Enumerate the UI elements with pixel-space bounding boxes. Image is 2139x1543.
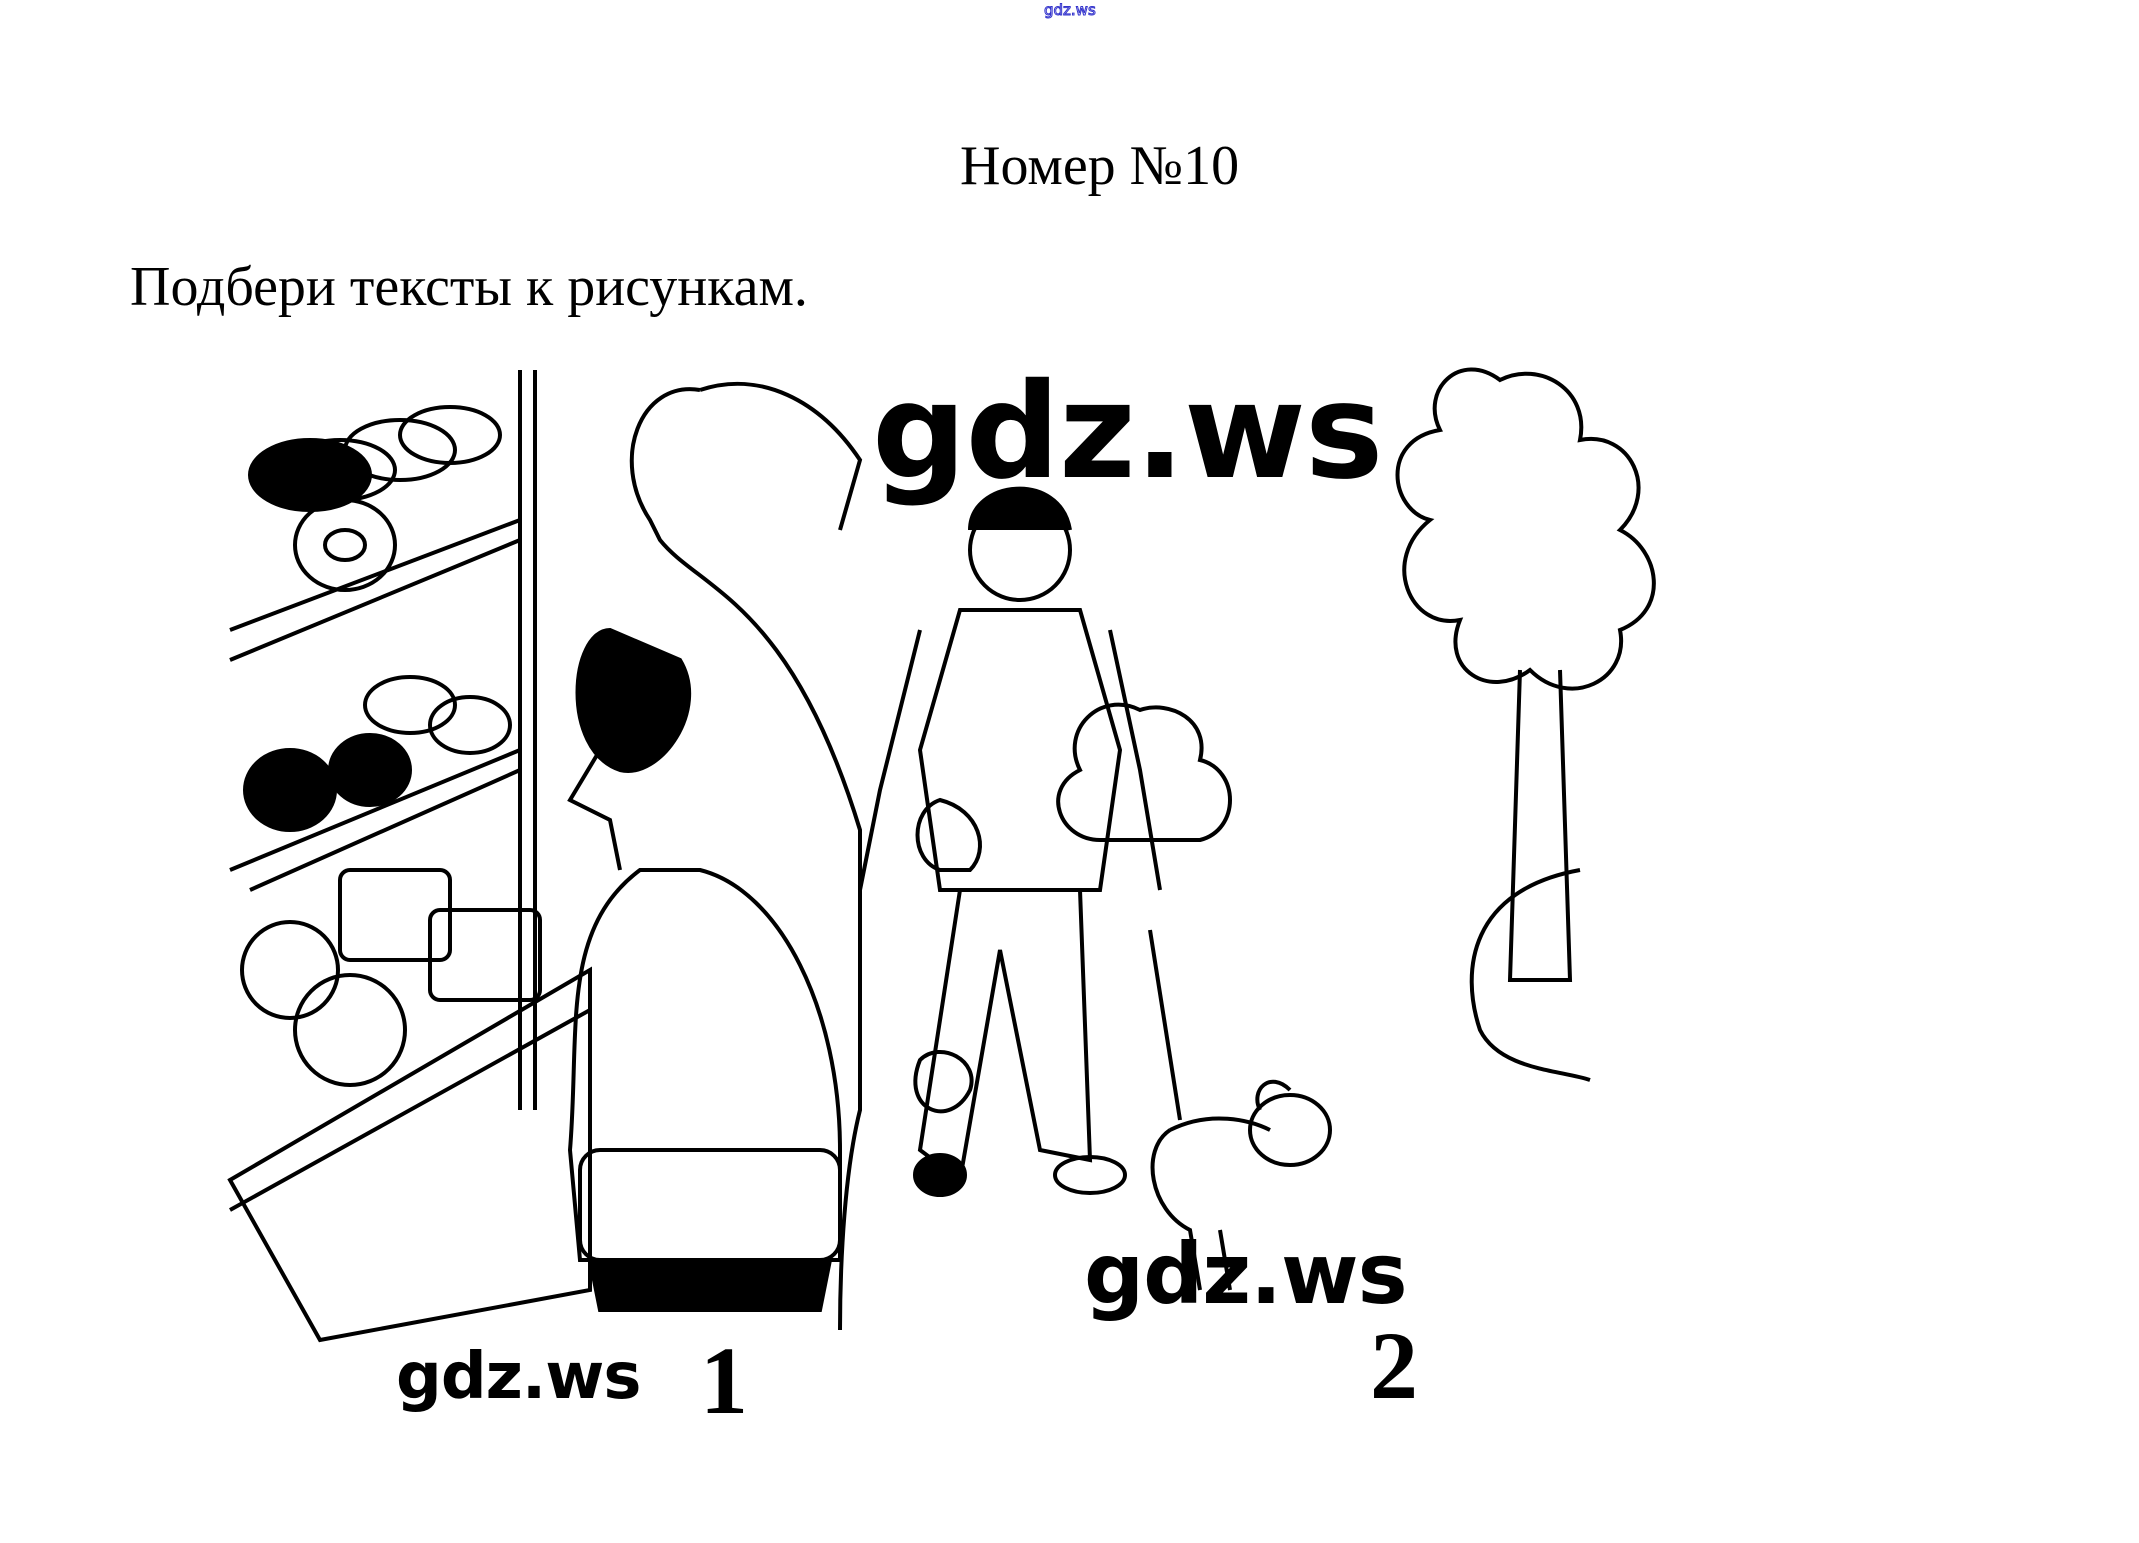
illustration xyxy=(227,367,1656,1343)
page-title: Номер №10 xyxy=(960,135,1240,197)
watermark: gdz.ws xyxy=(872,355,1383,509)
watermark: gdz.ws xyxy=(396,1340,641,1414)
bakery-picture xyxy=(227,370,974,1343)
park-picture xyxy=(858,367,1656,1291)
site-link[interactable]: gdz.ws xyxy=(1044,1,1097,20)
picture-number-2: 2 xyxy=(1370,1312,1418,1419)
task-text: Подбери тексты к рисункам. xyxy=(130,256,808,318)
watermark: gdz.ws xyxy=(1084,1225,1408,1323)
picture-number-1: 1 xyxy=(700,1327,748,1434)
